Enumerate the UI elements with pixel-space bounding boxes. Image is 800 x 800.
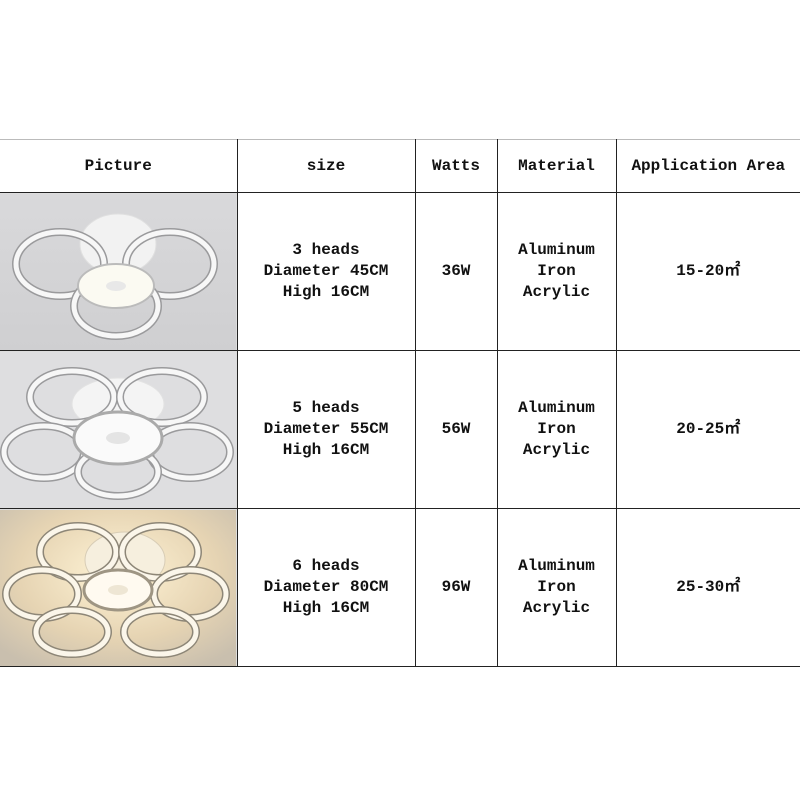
size-height: High 16CM (282, 441, 370, 459)
header-picture: Picture (0, 139, 238, 193)
material-2: Iron (537, 262, 576, 280)
material-1: Aluminum (518, 557, 595, 575)
watts-cell: 96W (414, 508, 498, 667)
material-cell: Aluminum Iron Acrylic (496, 192, 617, 351)
product-picture (0, 350, 238, 509)
table-row: 6 heads Diameter 80CM High 16CM 96W Alum… (0, 508, 800, 667)
size-diameter: Diameter 80CM (263, 578, 389, 596)
material-cell: Aluminum Iron Acrylic (496, 508, 617, 667)
application-area-cell: 15-20㎡ (615, 192, 800, 351)
material-3: Acrylic (522, 599, 591, 617)
material-1: Aluminum (518, 241, 595, 259)
table-row: 3 heads Diameter 45CM High 16CM 36W Alum… (0, 192, 800, 351)
header-application-area: Application Area (615, 139, 800, 193)
watts-cell: 56W (414, 350, 498, 509)
application-area-cell: 20-25㎡ (615, 350, 800, 509)
product-picture (0, 192, 238, 351)
header-size: size (236, 139, 416, 193)
lamp-5-rings-image (0, 351, 236, 508)
size-heads: 5 heads (292, 399, 360, 417)
size-heads: 6 heads (292, 557, 360, 575)
header-watts: Watts (414, 139, 498, 193)
size-diameter: Diameter 55CM (263, 420, 389, 438)
lamp-6-rings-lit-image (0, 509, 236, 666)
lamp-3-rings-image (0, 193, 236, 350)
material-3: Acrylic (522, 441, 591, 459)
size-height: High 16CM (282, 599, 370, 617)
size-heads: 3 heads (292, 241, 360, 259)
material-2: Iron (537, 578, 576, 596)
material-cell: Aluminum Iron Acrylic (496, 350, 617, 509)
size-height: High 16CM (282, 283, 370, 301)
size-cell: 3 heads Diameter 45CM High 16CM (236, 192, 416, 351)
application-area-cell: 25-30㎡ (615, 508, 800, 667)
size-cell: 6 heads Diameter 80CM High 16CM (236, 508, 416, 667)
table-row: 5 heads Diameter 55CM High 16CM 56W Alum… (0, 350, 800, 509)
size-cell: 5 heads Diameter 55CM High 16CM (236, 350, 416, 509)
spec-table: Picture size Watts Material Application … (0, 139, 800, 667)
header-material: Material (496, 139, 617, 193)
product-picture (0, 508, 238, 667)
material-1: Aluminum (518, 399, 595, 417)
material-3: Acrylic (522, 283, 591, 301)
size-diameter: Diameter 45CM (263, 262, 389, 280)
watts-cell: 36W (414, 192, 498, 351)
material-2: Iron (537, 420, 576, 438)
header-row: Picture size Watts Material Application … (0, 139, 800, 193)
